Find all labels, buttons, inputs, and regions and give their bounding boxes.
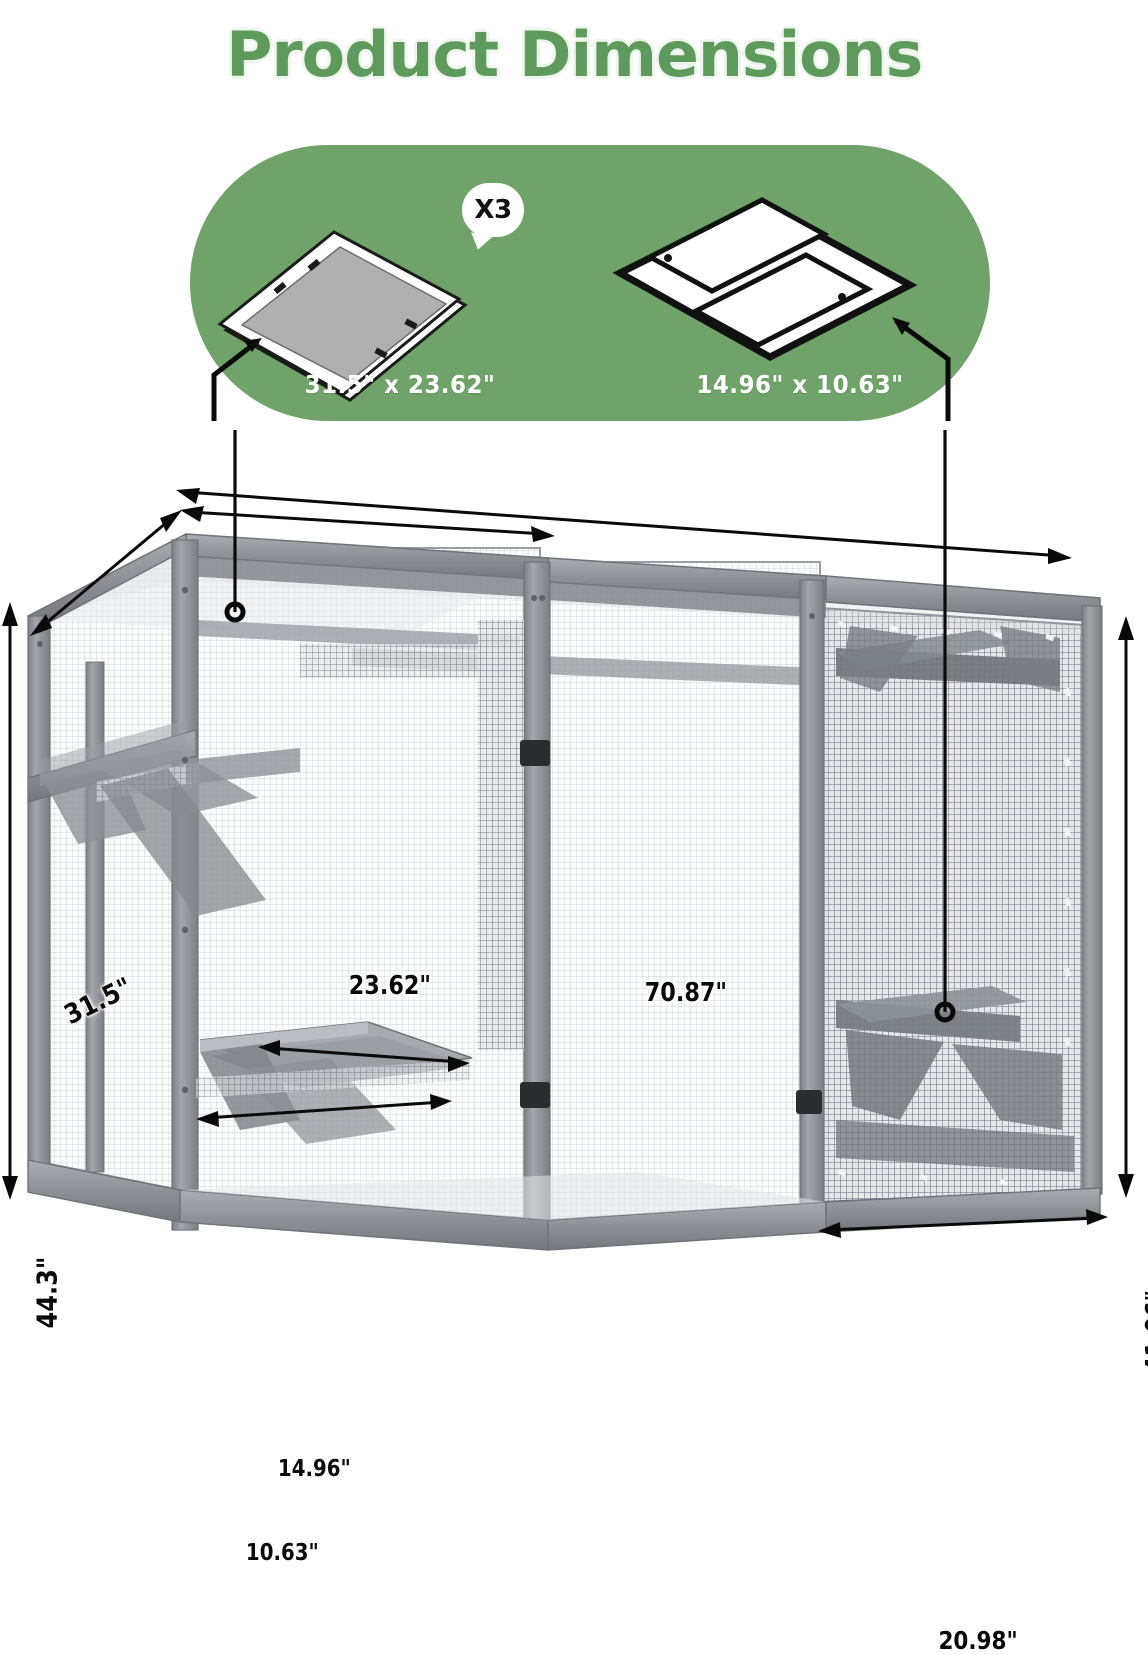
- flat-mesh-panel-icon: [211, 230, 468, 421]
- title-banner: Product Dimensions: [0, 8, 1148, 100]
- dimension-label-shelf-depth: 10.63": [245, 1540, 319, 1566]
- dimension-label-top-section-width: 23.62": [348, 971, 432, 1001]
- quantity-badge-roof: X3: [462, 183, 524, 237]
- part-dimension-label-shelf: 14.96" x 10.63": [696, 370, 904, 399]
- dimension-label-overall-width: 70.87": [644, 978, 728, 1008]
- dimension-label-overall-height: 44.3": [30, 1256, 64, 1329]
- part-item-roof-mesh-panel: X3 31.5" x 23.62": [190, 145, 610, 421]
- catio-drawing: [2, 430, 1134, 1251]
- slatted-shelf-icon: [612, 197, 951, 421]
- dimension-label-right-section-width: 20.98": [938, 1626, 1018, 1655]
- part-item-slatted-shelf: X3 14.96" x 10.63": [610, 145, 990, 421]
- parts-summary-panel: X3 31.5" x 23.62" X3 14.96" x 10.63": [190, 145, 990, 421]
- dimension-label-shelf-width: 14.96": [277, 1456, 351, 1482]
- page-title: Product Dimensions: [222, 14, 926, 94]
- part-dimension-label-roof: 31.5" x 23.62": [304, 370, 496, 399]
- product-illustration: 31.5" 23.62" 70.87" 44.3" 41.06" 14.96" …: [0, 430, 1148, 1655]
- dimension-label-right-height: 41.06": [1140, 1289, 1148, 1373]
